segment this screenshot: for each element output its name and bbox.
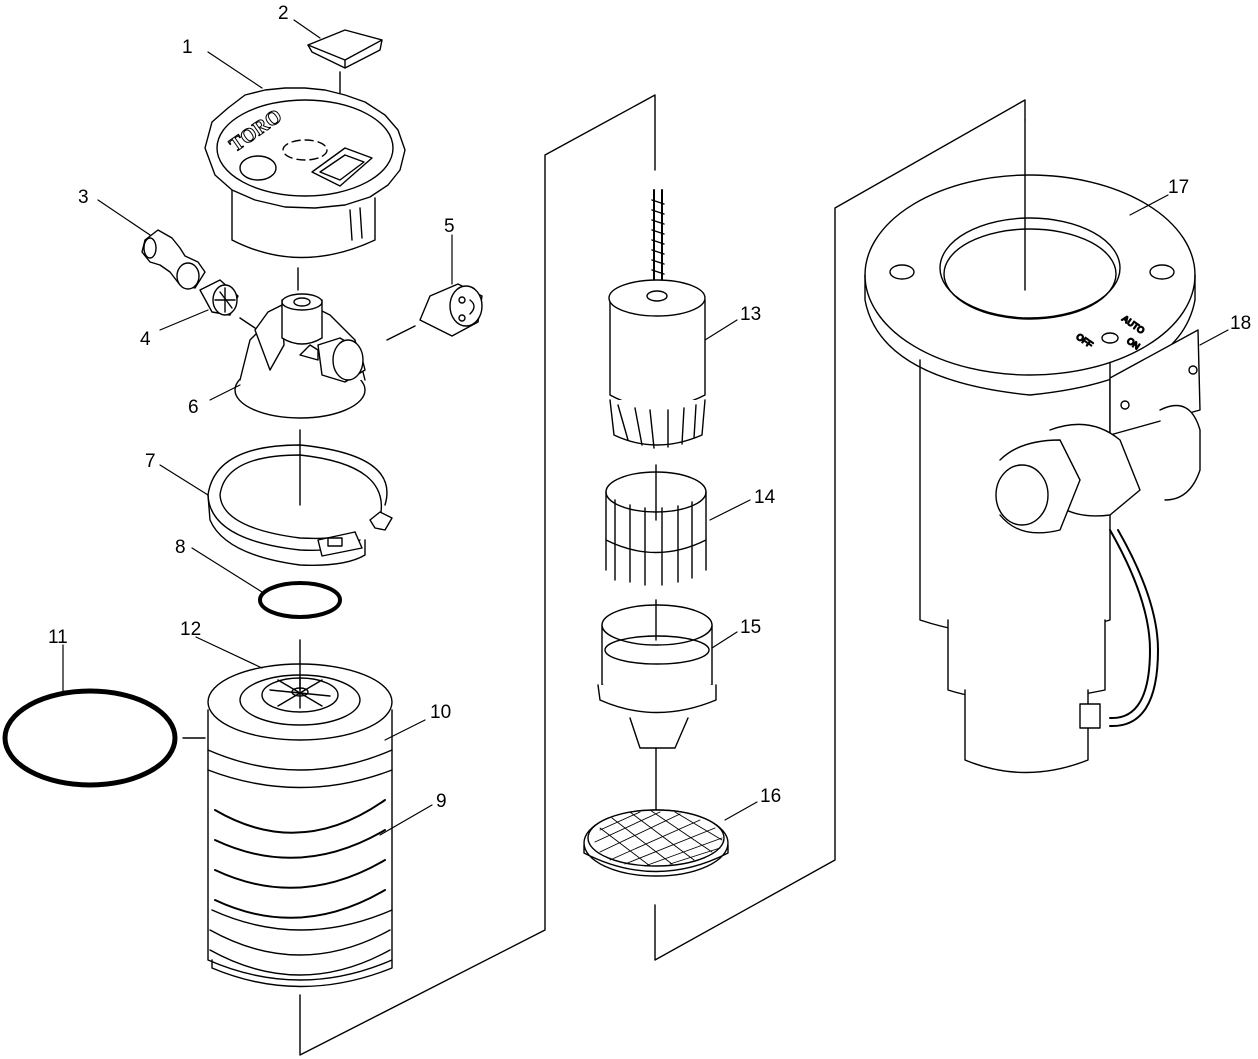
callout-16: 16 [760, 786, 782, 807]
section-divider-left [300, 95, 655, 1055]
part-6-body [235, 294, 365, 418]
part-2-cover [308, 30, 382, 150]
part-5-plug [387, 284, 482, 340]
callout-2: 2 [278, 3, 289, 24]
part-11-large-oring [5, 691, 175, 785]
section-divider-right [655, 100, 1025, 960]
callout-7: 7 [145, 451, 156, 472]
callout-12: 12 [180, 619, 202, 640]
part-17-housing: OFF AUTO ON [865, 120, 1200, 773]
callout-5: 5 [444, 216, 455, 237]
callout-4: 4 [140, 329, 151, 350]
part-1-cap: TORO [205, 88, 405, 290]
callout-15: 15 [740, 617, 762, 638]
part-15-sleeve [598, 600, 716, 815]
part-13-stator [609, 190, 705, 448]
part-8-oring [260, 583, 340, 617]
part-4-screen [200, 280, 255, 328]
part-9-10-12-assembly [183, 640, 392, 987]
part-14-cage [606, 465, 706, 585]
callout-13: 13 [740, 304, 762, 325]
callout-14: 14 [754, 487, 776, 508]
callout-1: 1 [182, 37, 193, 58]
callout-18: 18 [1230, 313, 1252, 334]
callout-8: 8 [175, 537, 186, 558]
part-7-ring [208, 430, 392, 565]
callout-11: 11 [48, 627, 68, 648]
part-3-nozzle [142, 230, 205, 289]
callout-17: 17 [1168, 177, 1190, 198]
callout-9: 9 [436, 791, 447, 812]
callout-10: 10 [430, 702, 452, 723]
leader-lines [63, 20, 1228, 835]
callout-3: 3 [78, 187, 89, 208]
callout-6: 6 [188, 397, 199, 418]
part-16-screen [584, 810, 728, 876]
